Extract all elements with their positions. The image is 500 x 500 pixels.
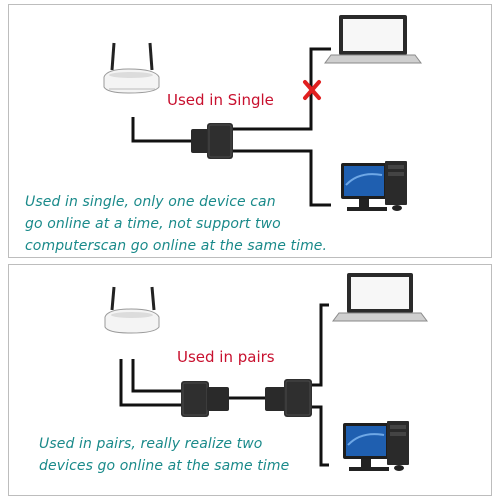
cable-lines	[119, 303, 329, 467]
single-usage-title: Used in Single	[167, 91, 274, 109]
router-icon	[104, 286, 160, 334]
laptop-icon	[324, 15, 422, 64]
pairs-usage-caption: Used in pairs, really realize two device…	[39, 433, 289, 477]
blocked-x-icon	[303, 80, 321, 100]
caption-line: devices go online at the same time	[39, 458, 290, 474]
pairs-usage-panel: Used in pairs Used in pairs, really real…	[8, 264, 492, 496]
pairs-usage-title: Used in pairs	[177, 348, 275, 366]
single-usage-caption: Used in single, only one device can go o…	[25, 191, 327, 257]
pairs-usage-diagram	[104, 273, 428, 471]
desktop-computer-icon	[341, 161, 407, 211]
desktop-computer-icon	[343, 421, 409, 471]
single-usage-diagram	[103, 15, 422, 211]
splitter-icon	[265, 379, 312, 417]
caption-line: computerscan go online at the same time.	[25, 238, 328, 254]
laptop-icon	[332, 273, 428, 322]
caption-line: Used in pairs, really realize two	[39, 436, 263, 452]
single-usage-panel: Used in Single Used in single, only one …	[8, 4, 492, 258]
caption-line: go online at a time, not support two	[25, 216, 281, 232]
splitter-icon	[191, 123, 233, 159]
caption-line: Used in single, only one device can	[25, 194, 276, 210]
splitter-icon	[181, 381, 229, 417]
router-icon	[103, 42, 160, 94]
